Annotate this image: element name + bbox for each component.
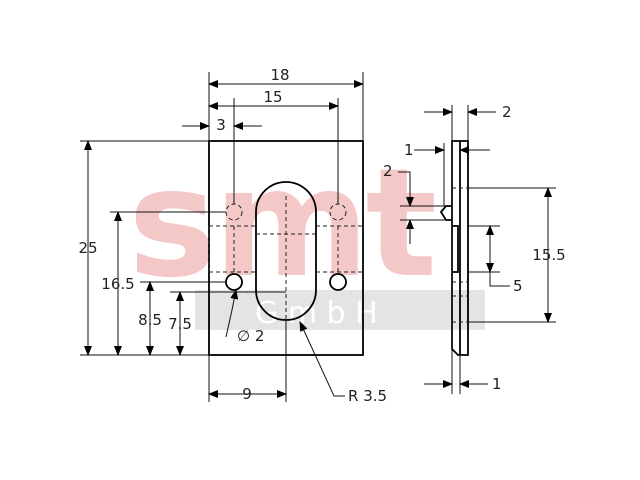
center-slot (255, 181, 317, 321)
dim-slot-center-x: 9 (242, 385, 252, 403)
dim-hole-spacing: 15 (263, 88, 282, 106)
dim-width-total: 18 (270, 66, 289, 84)
hidden-lines (208, 196, 363, 320)
dim-height-total: 25 (78, 239, 97, 257)
dim-recess-depth: 5 (513, 277, 523, 295)
dim-edge-offset: 3 (216, 116, 226, 134)
side-recess (452, 225, 459, 273)
dim-recess-height: 15.5 (532, 246, 565, 264)
watermark-band (195, 290, 485, 330)
dim-step: 1 (404, 141, 414, 159)
dim-thickness: 2 (502, 103, 512, 121)
dim-slot-bottom-height: 7.5 (168, 315, 192, 333)
dim-bottom-thickness: 1 (492, 375, 502, 393)
side-pin (439, 205, 452, 221)
dim-pin-height: 2 (383, 162, 393, 180)
front-view: 18 15 3 25 16.5 8.5 7.5 ∅ 2 9 R 3.5 (78, 66, 387, 405)
watermark-subtitle: G m b H (255, 296, 378, 331)
dim-upper-hole-height: 16.5 (101, 275, 134, 293)
leader-hole-diameter (225, 289, 239, 338)
lower-right-hole (329, 273, 347, 291)
dim-hole-diameter: ∅ 2 (237, 327, 264, 345)
dim-slot-radius: R 3.5 (348, 387, 387, 405)
side-view: 2 1 2 15.5 5 1 (383, 103, 566, 394)
dim-lower-hole-height: 8.5 (138, 311, 162, 329)
leader-slot-radius (299, 321, 345, 397)
